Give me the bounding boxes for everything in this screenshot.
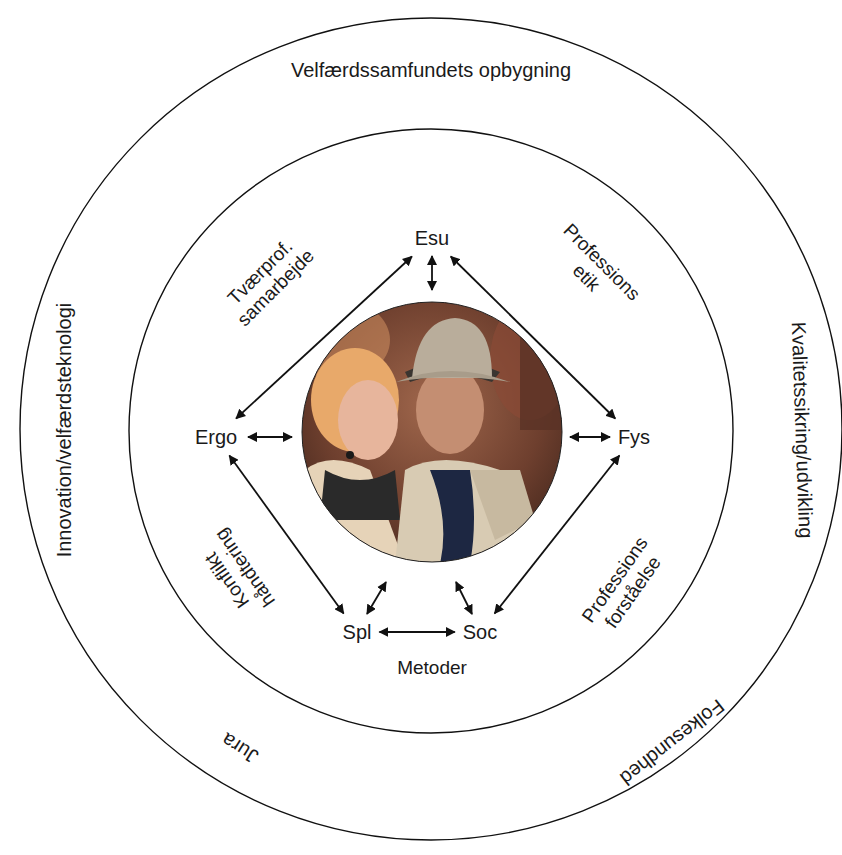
photo-border bbox=[302, 302, 562, 562]
arrow bbox=[367, 582, 386, 614]
ring-label: Konflikt håndtering bbox=[192, 525, 279, 624]
photo bbox=[290, 300, 570, 564]
double-arrow bbox=[379, 631, 454, 633]
profession-name: Fys bbox=[618, 426, 650, 448]
profession-label: Soc bbox=[460, 619, 500, 646]
profession-label: Fys bbox=[615, 424, 653, 451]
profession-name: Soc bbox=[463, 621, 497, 643]
ring-label: Tværprof. samarbejde bbox=[217, 229, 318, 330]
ring-band: Velfærdssamfundets opbygningKvalitetssik… bbox=[19, 17, 842, 841]
profession-name: Spl bbox=[343, 621, 372, 643]
ring-label: Innovation/velfærdsteknologi bbox=[53, 303, 76, 558]
profession-label: Spl bbox=[340, 619, 375, 646]
ring-label: Professions etik bbox=[543, 219, 644, 320]
ring-band: Tværprof. samarbejde Professions etikProf… bbox=[128, 128, 734, 734]
profession-name: Esu bbox=[415, 227, 449, 249]
ring-label: Jura bbox=[217, 728, 262, 768]
photo-arrows bbox=[248, 256, 610, 614]
arrow bbox=[570, 436, 610, 438]
ring-label: Kvalitetssikring/udvikling bbox=[787, 321, 818, 538]
profession-label: Esu bbox=[412, 225, 452, 252]
ring-label: Metoder bbox=[397, 657, 467, 679]
profession-label: Ergo bbox=[192, 424, 240, 451]
ring-label: Professions forståelse bbox=[578, 533, 671, 639]
arrow bbox=[248, 436, 292, 438]
ring-label: Velfærdssamfundets opbygning bbox=[291, 59, 571, 82]
ring-label: Folkesundhed bbox=[615, 694, 728, 789]
arrow bbox=[456, 582, 472, 614]
profession-name: Ergo bbox=[195, 426, 237, 448]
arrow bbox=[431, 256, 433, 290]
